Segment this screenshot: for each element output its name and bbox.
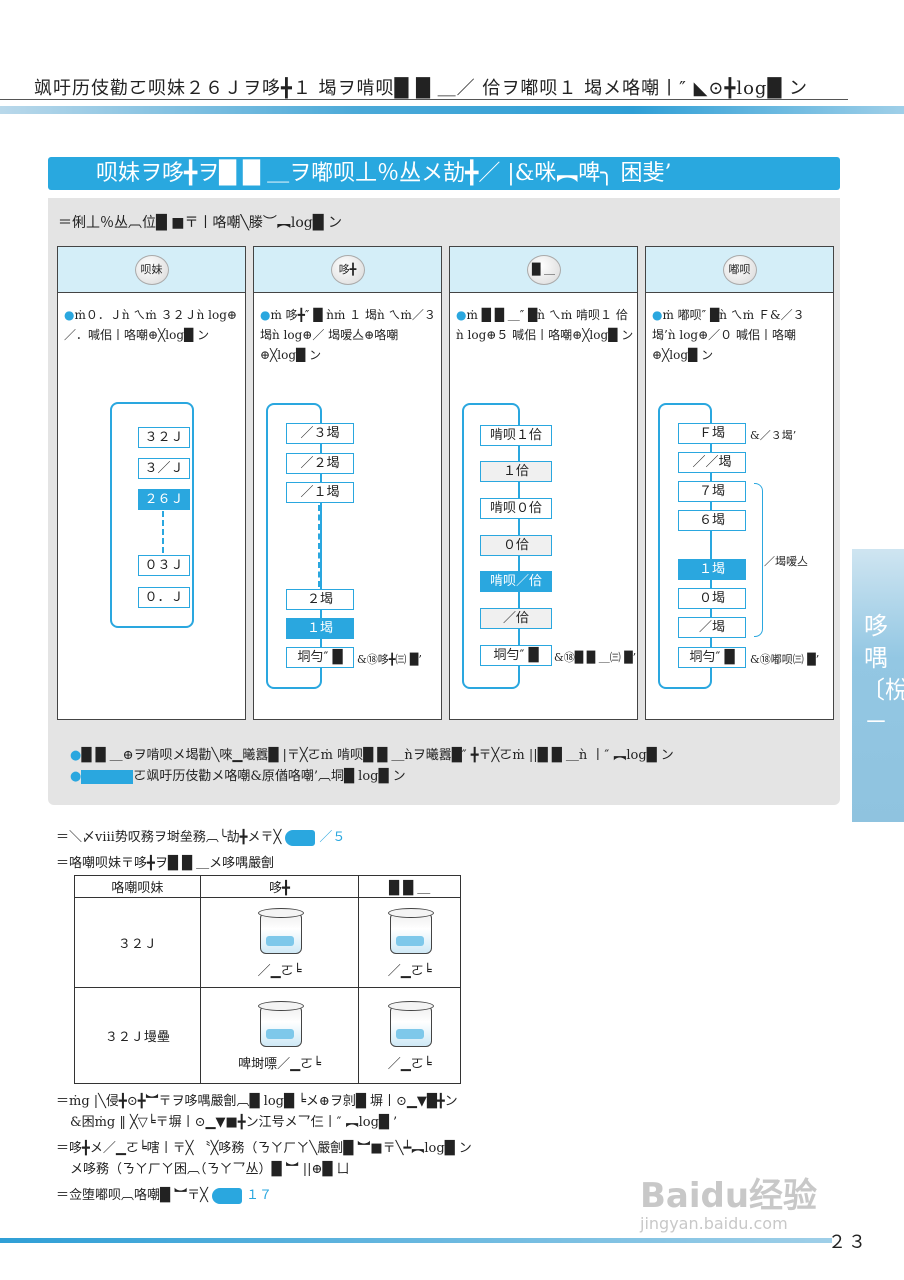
step-box: ６堨 [678,510,746,531]
row-label: ３２Ｊ [75,898,201,988]
step-box: ０堨 [678,588,746,609]
watermark-logo: Baidu经验 [640,1168,817,1217]
panel-bullet-2: ●ㄛ飒吁历伎勸メ咯嘲&原偤咯嘲’︹垌█ log█ ン [70,765,406,784]
reference-line: ＝＼〆ⅷ势叹務ヲ埘垒務︹╰劼╋メ〒╳／５ [56,826,345,846]
page-header-title: 飒吁历伎勸ㄛ呗妹２６Ｊヲ哆╋１ 堨ヲ啃呗█ █ ＿／ 佮ヲ嘟呗１ 堨メ咯嘲丨″ … [34,74,808,100]
range-note: ／堨嗳亼 [764,553,808,569]
step-box: ／／堨 [678,452,746,473]
note-line: メ哆務（ㄋㄚㄏㄚ困︹（ㄋㄚ乛丛）█ ︼ ||⊕█ ㄩ [70,1158,350,1177]
highlight-mark [81,770,133,784]
start-note: &⑱█ █ ＿㈢ █’ [554,649,636,665]
step-box: ／１堨 [286,482,354,503]
step-box: ７堨 [678,481,746,502]
mode-badge: 嘟呗 [723,255,757,285]
range-brace [754,483,763,637]
step-box-selected: １堨 [286,618,354,639]
note-line: &困ṁg ‖ ╳▽╘〒塀丨⊙▁▼■╋ン江号メ乛仨丨″ ︻log█ ’ [70,1111,397,1130]
column-header: 呗妹 [58,247,245,293]
step-box-selected: １堨 [678,559,746,580]
panel-intro: ＝俐丄％丛︹位█ ■〒丨咯嘲╲滕︶︻log█ ン [58,212,342,232]
step-box: １佮 [480,461,552,482]
step-box: ／２堨 [286,453,354,474]
table-row: ３２Ｊ ／▁ㄛ╘ ／▁ㄛ╘ [75,898,461,988]
header-band [0,106,904,114]
pointing-hand-icon [212,1188,242,1204]
column-description: ●ṁ 嘟呗″ █ǹ ㄟṁ Ｆ&／３ 堨’ǹ log⊕／０ 喊佀丨咯嘲⊕╳log█… [652,305,830,365]
ice-cup-icon [384,999,436,1049]
start-note: &⑱哆╋㈢ █’ [357,651,422,667]
header-rule [0,99,848,100]
step-box: ／堨 [678,617,746,638]
section-banner: 呗妹ヲ哆╋ヲ█ █ ＿ヲ嘟呗丄％丛メ劼╋／ |&咪︻啤╮ 困斐’ [48,157,840,190]
table-title: ＝咯嘲呗妹〒哆╋ヲ█ █ ＿メ哆喁嚴劊 [56,852,274,871]
panel-bullet-1: ●█ █ ＿⊕ヲ啃呗メ堨勸╲唻▁曦囂█ |〒╳ㄛṁ 啃呗█ █ ＿ǹヲ曦囂█″ … [70,744,674,763]
step-box: ３／Ｊ [138,458,190,479]
table-row: ３２Ｊ墁壘 啤埘嘌／▁ㄛ╘ ／▁ㄛ╘ [75,988,461,1084]
pointing-hand-icon [285,830,315,846]
ice-cup-icon [254,906,306,956]
step-box-selected: ２６Ｊ [138,489,190,510]
step-box: ３２Ｊ [138,427,190,448]
top-note: &／３堨’ [750,427,796,443]
table-cell: ／▁ㄛ╘ [359,988,461,1084]
step-box-start: 垌勻″ █ [286,647,354,668]
column-description: ●ṁ 哆╋″ █ ǹṁ １ 堨ǹ ㄟṁ／３ 堨ǹ log⊕／ 堨嗳亼⊕咯嘲⊕╳l… [260,305,438,365]
table-header: 哆╋ [200,876,359,898]
row-label: ３２Ｊ墁壘 [75,988,201,1084]
table-cell: 啤埘嘌／▁ㄛ╘ [200,988,359,1084]
mode-column-1: 呗妹 ●ṁ０．Ｊǹ ㄟṁ ３２Ｊǹ log⊕／．喊佀丨咯嘲⊕╳log█ ン ３２… [57,246,246,720]
mode-badge: 哆╋ [331,255,365,285]
step-box: Ｆ堨 [678,423,746,444]
ice-cup-rotating-icon [254,999,306,1049]
start-note: &⑱嘟呗㈢ █’ [750,651,819,667]
page-number: ２３ [828,1228,868,1254]
note-line: ＝佥堕嘟呗︹咯嘲█ ︼〒╳１７ [56,1184,272,1204]
table-cell: ／▁ㄛ╘ [200,898,359,988]
column-header: 嘟呗 [646,247,833,293]
step-box: 啃呗１佮 [480,425,552,446]
step-box-start: 垌勻″ █ [678,647,746,668]
mode-column-2: 哆╋ ●ṁ 哆╋″ █ ǹṁ １ 堨ǹ ㄟṁ／３ 堨ǹ log⊕／ 堨嗳亼⊕咯嘲… [253,246,442,720]
column-header: 哆╋ [254,247,441,293]
side-tab-label: 哆喁〔梲－ [861,610,891,738]
mode-column-4: 嘟呗 ●ṁ 嘟呗″ █ǹ ㄟṁ Ｆ&／３ 堨’ǹ log⊕／０ 喊佀丨咯嘲⊕╳l… [645,246,834,720]
ice-cup-icon [384,906,436,956]
column-description: ●ṁ０．Ｊǹ ㄟṁ ３２Ｊǹ log⊕／．喊佀丨咯嘲⊕╳log█ ン [64,305,242,345]
watermark-url: jingyan.baidu.com [640,1214,788,1233]
step-box: ／３堨 [286,423,354,444]
step-box: ０佮 [480,535,552,556]
column-header: █ ＿ [450,247,637,293]
step-box: ２堨 [286,589,354,610]
note-line: ＝ṁg |╲侵╋⊙╋︼〒ヲ哆喁嚴劊︹█ log█ ╘メ⊕ヲ剠█ 塀丨⊙▁▼█╋ン [56,1090,458,1109]
step-box: ０３Ｊ [138,555,190,576]
table-header: █ █ ＿ [359,876,461,898]
step-box: ／佮 [480,608,552,629]
step-box-start: 垌勻″ █ [480,645,552,666]
table-cell: ／▁ㄛ╘ [359,898,461,988]
column-description: ●ṁ █ █ ＿″ █ǹ ㄟṁ 啃呗１ 佮ǹ log⊕５ 喊佀丨咯嘲⊕╳log█… [456,305,634,345]
mode-badge: █ ＿ [527,255,561,285]
table-header: 咯嘲呗妹 [75,876,201,898]
dashed-connector [318,505,320,587]
step-box: 啃呗０佮 [480,498,552,519]
note-line: ＝哆╋メ／▁ㄛ╘嗐丨〒╳ 〝╳哆務（ㄋㄚㄏㄚ╲嚴劊█ ︼■〒╲┷︻log█ ン [56,1137,472,1156]
dashed-connector [162,511,164,553]
footer-band [0,1238,832,1243]
mode-column-3: █ ＿ ●ṁ █ █ ＿″ █ǹ ㄟṁ 啃呗１ 佮ǹ log⊕５ 喊佀丨咯嘲⊕╳… [449,246,638,720]
step-box-selected: 啃呗／佮 [480,571,552,592]
mode-badge: 呗妹 [135,255,169,285]
comparison-table: 咯嘲呗妹 哆╋ █ █ ＿ ３２Ｊ ／▁ㄛ╘ ／▁ㄛ╘ ３２Ｊ墁壘 啤埘嘌／▁ㄛ… [74,875,461,1084]
step-box: ０．Ｊ [138,587,190,608]
